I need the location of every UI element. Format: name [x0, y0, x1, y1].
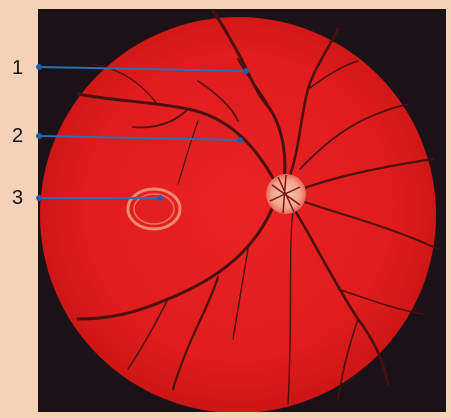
callout-label-2: 2: [12, 126, 23, 146]
callout-label-3: 3: [12, 188, 23, 208]
callout-label-1: 1: [12, 58, 23, 78]
fundus-image: [38, 9, 446, 412]
fundus-photograph: [38, 9, 446, 412]
